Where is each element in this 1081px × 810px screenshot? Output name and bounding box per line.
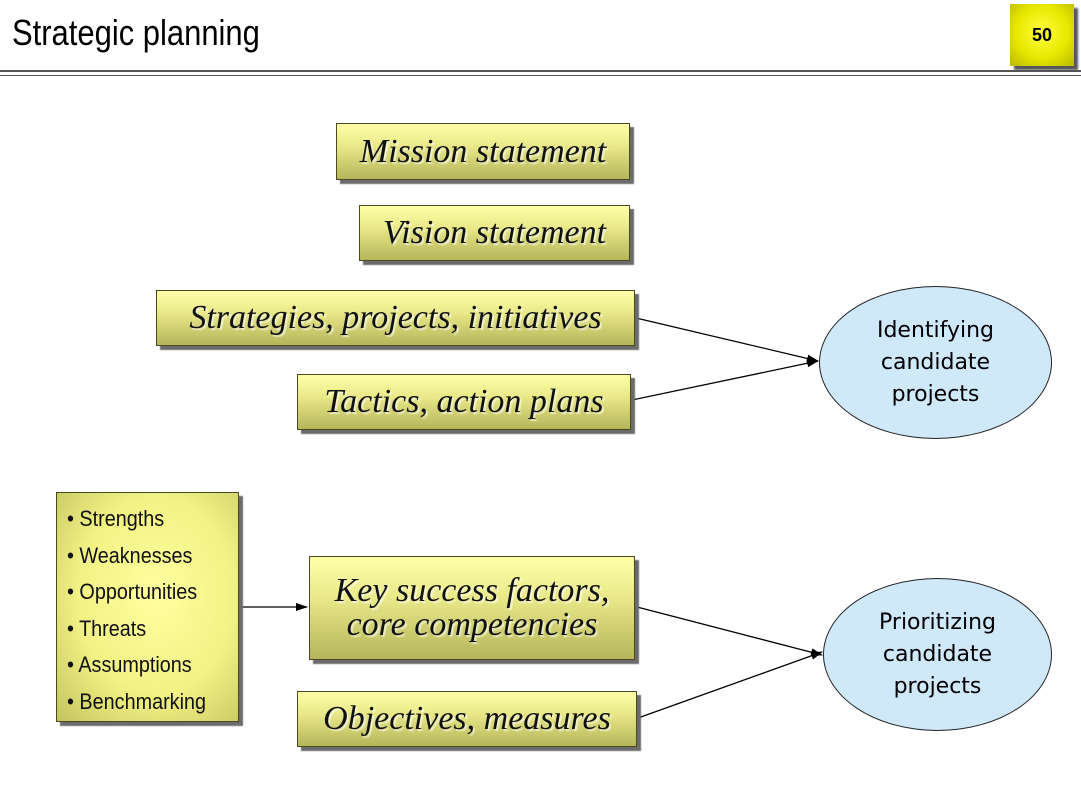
strategies-label: Strategies, projects, initiatives: [189, 299, 602, 336]
swot-list: • Strengths • Weaknesses • Opportunities…: [67, 505, 238, 724]
prioritizing-line1: Prioritizing: [879, 609, 996, 635]
swot-item: • Strengths: [67, 506, 165, 531]
swot-item: • Opportunities: [67, 579, 198, 604]
key-success-factors-box: Key success factors, core competencies: [309, 556, 635, 660]
mission-statement-label: Mission statement: [359, 132, 607, 170]
prioritizing-candidate-projects-ellipse: Prioritizing candidate projects: [823, 578, 1052, 731]
swot-item: • Assumptions: [67, 652, 192, 677]
swot-item: • Benchmarking: [67, 688, 207, 714]
identifying-candidate-projects-ellipse: Identifying candidate projects: [819, 286, 1052, 439]
vision-statement-box: Vision statement: [359, 205, 630, 261]
page-title: Strategic planning: [12, 12, 260, 53]
tactics-label: Tactics, action plans: [324, 383, 604, 420]
key-success-label-line1: Key success factors,: [334, 572, 610, 609]
swot-item: • Weaknesses: [67, 542, 193, 568]
arrow-tactics-to-identifying: [631, 359, 819, 401]
objectives-box: Objectives, measures: [297, 691, 637, 747]
arrow-key-success-to-prioritizing: [636, 606, 823, 657]
tactics-box: Tactics, action plans: [297, 374, 631, 430]
identifying-line1: Identifying: [876, 317, 995, 343]
strategies-box: Strategies, projects, initiatives: [156, 290, 635, 346]
identifying-line3: projects: [891, 381, 980, 407]
key-success-label-line2: core competencies: [346, 606, 598, 643]
header-divider-thin: [0, 75, 1081, 76]
page-number-badge: 50: [1010, 4, 1074, 66]
swot-item: • Threats: [67, 615, 147, 641]
swot-box: • Strengths • Weaknesses • Opportunities…: [56, 492, 239, 722]
identifying-line2: candidate: [880, 349, 991, 375]
header-divider: [0, 70, 1081, 72]
objectives-label: Objectives, measures: [323, 700, 611, 737]
mission-statement-box: Mission statement: [336, 123, 630, 180]
arrow-objectives-to-prioritizing: [637, 651, 823, 719]
prioritizing-line2: candidate: [882, 641, 993, 667]
arrow-strategies-to-identifying: [635, 317, 819, 363]
vision-statement-label: Vision statement: [382, 214, 607, 251]
prioritizing-line3: projects: [893, 673, 982, 699]
